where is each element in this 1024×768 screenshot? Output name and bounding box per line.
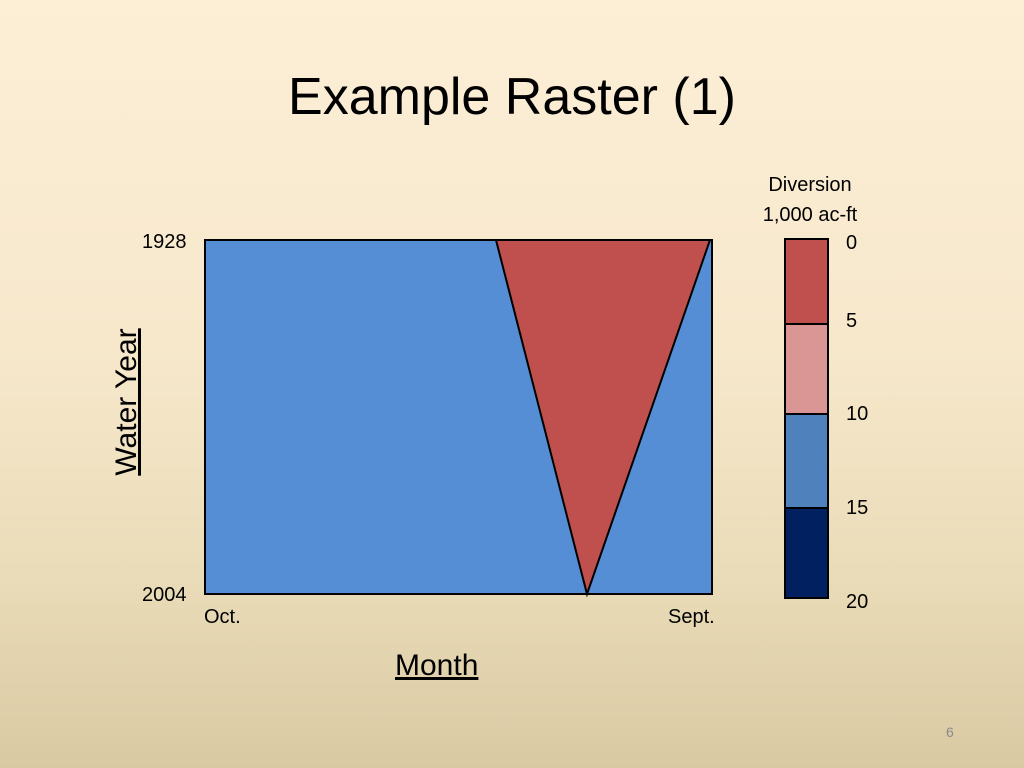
legend-title-line1: Diversion: [768, 174, 852, 196]
colorbar-band-0-5: [784, 238, 829, 325]
page-number: 6: [946, 724, 954, 740]
legend-tick-20: 20: [846, 591, 869, 613]
x-left-label: Oct.: [204, 606, 241, 628]
x-axis-title: Month: [395, 649, 479, 682]
legend-title: Diversion 1,000 ac-ft: [740, 170, 880, 230]
colorbar-band-5-10: [784, 323, 829, 415]
colorbar-band-10-15: [784, 413, 829, 509]
y-bottom-label: 2004: [142, 584, 187, 606]
legend-tick-0: 0: [846, 232, 858, 254]
x-right-label: Sept.: [668, 606, 715, 628]
legend-tick-15: 15: [846, 497, 869, 519]
colorbar-band-15-20: [784, 507, 829, 599]
slide-title: Example Raster (1): [288, 68, 736, 126]
y-axis-title: Water Year: [110, 328, 143, 476]
legend-tick-5: 5: [846, 310, 858, 332]
y-top-label: 1928: [142, 231, 187, 253]
legend-tick-10: 10: [846, 403, 869, 425]
diversion-wedge: [494, 239, 712, 598]
colorbar: [784, 238, 829, 599]
legend-title-line2: 1,000 ac-ft: [762, 204, 858, 226]
